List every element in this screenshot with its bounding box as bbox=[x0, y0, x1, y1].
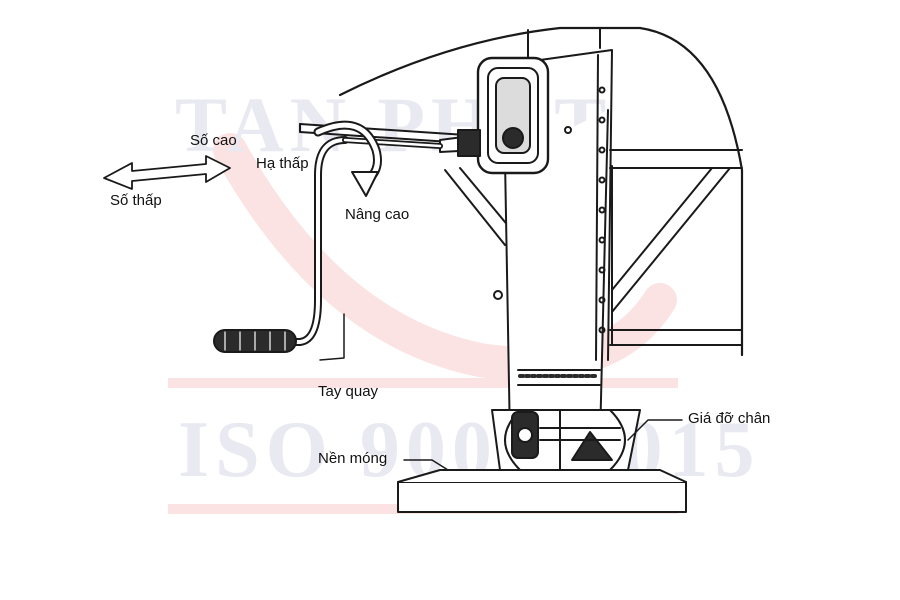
gearbox bbox=[439, 56, 550, 175]
label-foot-bracket: Giá đỡ chân bbox=[688, 410, 771, 427]
trailer-frame bbox=[299, 26, 744, 357]
crank-handle bbox=[213, 136, 443, 353]
foot-bracket bbox=[491, 409, 641, 471]
leader-lines bbox=[319, 313, 683, 471]
rotation-arrow bbox=[313, 120, 382, 197]
label-low-gear: Số thấp bbox=[110, 192, 162, 209]
label-foundation: Nền móng bbox=[318, 450, 388, 467]
label-high-gear: Số cao bbox=[190, 132, 237, 149]
label-lower: Hạ thấp bbox=[256, 155, 309, 172]
foundation-slab bbox=[397, 469, 687, 513]
label-raise: Nâng cao bbox=[345, 206, 410, 223]
gear-shift-arrow bbox=[103, 155, 231, 190]
label-crank-handle: Tay quay bbox=[318, 383, 379, 400]
watermark-bar-top bbox=[168, 378, 678, 388]
